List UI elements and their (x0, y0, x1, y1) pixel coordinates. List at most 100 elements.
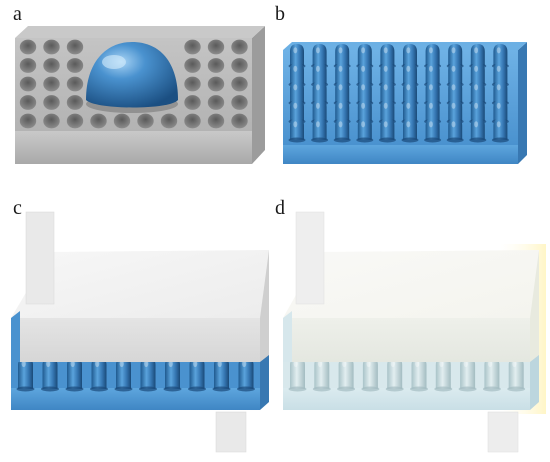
pillar-body (290, 99, 304, 122)
bottom-layer-front (283, 388, 530, 410)
pillar-body (470, 62, 485, 85)
pillar-body (357, 81, 372, 103)
pillar-highlight (474, 102, 479, 109)
mold-hole (113, 113, 131, 129)
pillar-base (90, 386, 108, 392)
pillar-body (493, 81, 508, 103)
pillar-body (357, 99, 372, 122)
mold-hole (184, 39, 201, 55)
pillar-highlight (488, 360, 493, 368)
pillar-row (288, 357, 526, 392)
pillar-base (41, 386, 59, 392)
pillar-base (410, 386, 428, 392)
mold-hole (207, 113, 225, 129)
pillar-base (491, 137, 509, 143)
pillar-body (357, 118, 372, 140)
pillar-highlight (46, 360, 51, 368)
panel-d (283, 211, 546, 453)
pillar-body (335, 99, 350, 122)
pillar-body (448, 44, 463, 66)
pillar-body (380, 44, 395, 66)
pillar (65, 357, 84, 392)
pillar-body (411, 357, 427, 389)
mold-hole (184, 58, 201, 73)
mold-hole (184, 76, 201, 92)
pillar-highlight (383, 121, 388, 128)
pillar-base (288, 386, 307, 392)
faded-edge-strip (283, 311, 292, 362)
pillar-highlight (21, 360, 26, 368)
pillar-highlight (451, 84, 456, 91)
pillar-body (312, 62, 327, 85)
pillar (16, 357, 35, 392)
pillar (188, 357, 206, 392)
pillar-body (357, 44, 372, 66)
pillar-body (335, 118, 350, 140)
pillar-highlight (451, 121, 456, 128)
pillar-array (288, 44, 509, 143)
mold-front (15, 131, 252, 164)
pillar-base-side (518, 42, 527, 164)
pillar (378, 118, 396, 143)
pillar-highlight (361, 84, 366, 91)
pillar (385, 357, 404, 392)
pillar-highlight (293, 65, 298, 72)
mold-hole (207, 95, 225, 110)
pillar-body (189, 357, 205, 389)
pillar-body (312, 44, 327, 66)
mold-hole (66, 76, 84, 92)
pillar-body (403, 118, 417, 140)
pillar-body (18, 357, 33, 389)
pillar-base (356, 137, 374, 143)
pillar (434, 357, 453, 392)
pillar-highlight (193, 360, 198, 368)
mold-hole (184, 113, 201, 129)
panel-a (15, 26, 265, 164)
pillar (114, 357, 133, 392)
mold-hole (66, 58, 84, 73)
pillar-highlight (315, 65, 320, 72)
mold-hole (231, 113, 248, 129)
pillar (163, 357, 182, 392)
pillar-highlight (366, 360, 371, 368)
pillar-body (335, 81, 350, 103)
pillar-body (493, 44, 508, 66)
pillar-base (311, 137, 329, 143)
pillar-base (337, 386, 356, 392)
pillar (288, 118, 306, 143)
panel-b (283, 42, 527, 164)
pillar (237, 357, 255, 392)
pillar-body (425, 44, 440, 66)
pillar-base (385, 386, 404, 392)
mold-hole (19, 113, 37, 129)
pillar-base (434, 386, 453, 392)
pillar-base (212, 386, 231, 392)
panel-label-a: a (13, 3, 22, 25)
pillar-body (67, 357, 82, 389)
pillar-highlight (361, 47, 366, 54)
pillar-body (435, 357, 451, 389)
pillar (424, 118, 442, 143)
pillar-highlight (496, 84, 501, 91)
pillar-highlight (293, 84, 298, 91)
pillar (361, 357, 380, 392)
pillar (446, 118, 464, 143)
pillar-body (470, 118, 485, 140)
mold-hole (231, 39, 248, 55)
blue-edge-strip (11, 311, 20, 362)
mold-hole (207, 39, 225, 55)
pillar-highlight (406, 102, 411, 109)
pillar-highlight (293, 121, 298, 128)
pillar-highlight (390, 360, 395, 368)
mold-hole (66, 95, 84, 110)
pillar-highlight (428, 47, 433, 54)
pillar-highlight (338, 47, 343, 54)
pillar-highlight (428, 102, 433, 109)
pillar-highlight (342, 360, 347, 368)
mold-hole (231, 95, 248, 110)
pillar-highlight (496, 47, 501, 54)
mold-hole (19, 39, 37, 55)
pillar-base (65, 386, 84, 392)
pillar (458, 357, 477, 392)
